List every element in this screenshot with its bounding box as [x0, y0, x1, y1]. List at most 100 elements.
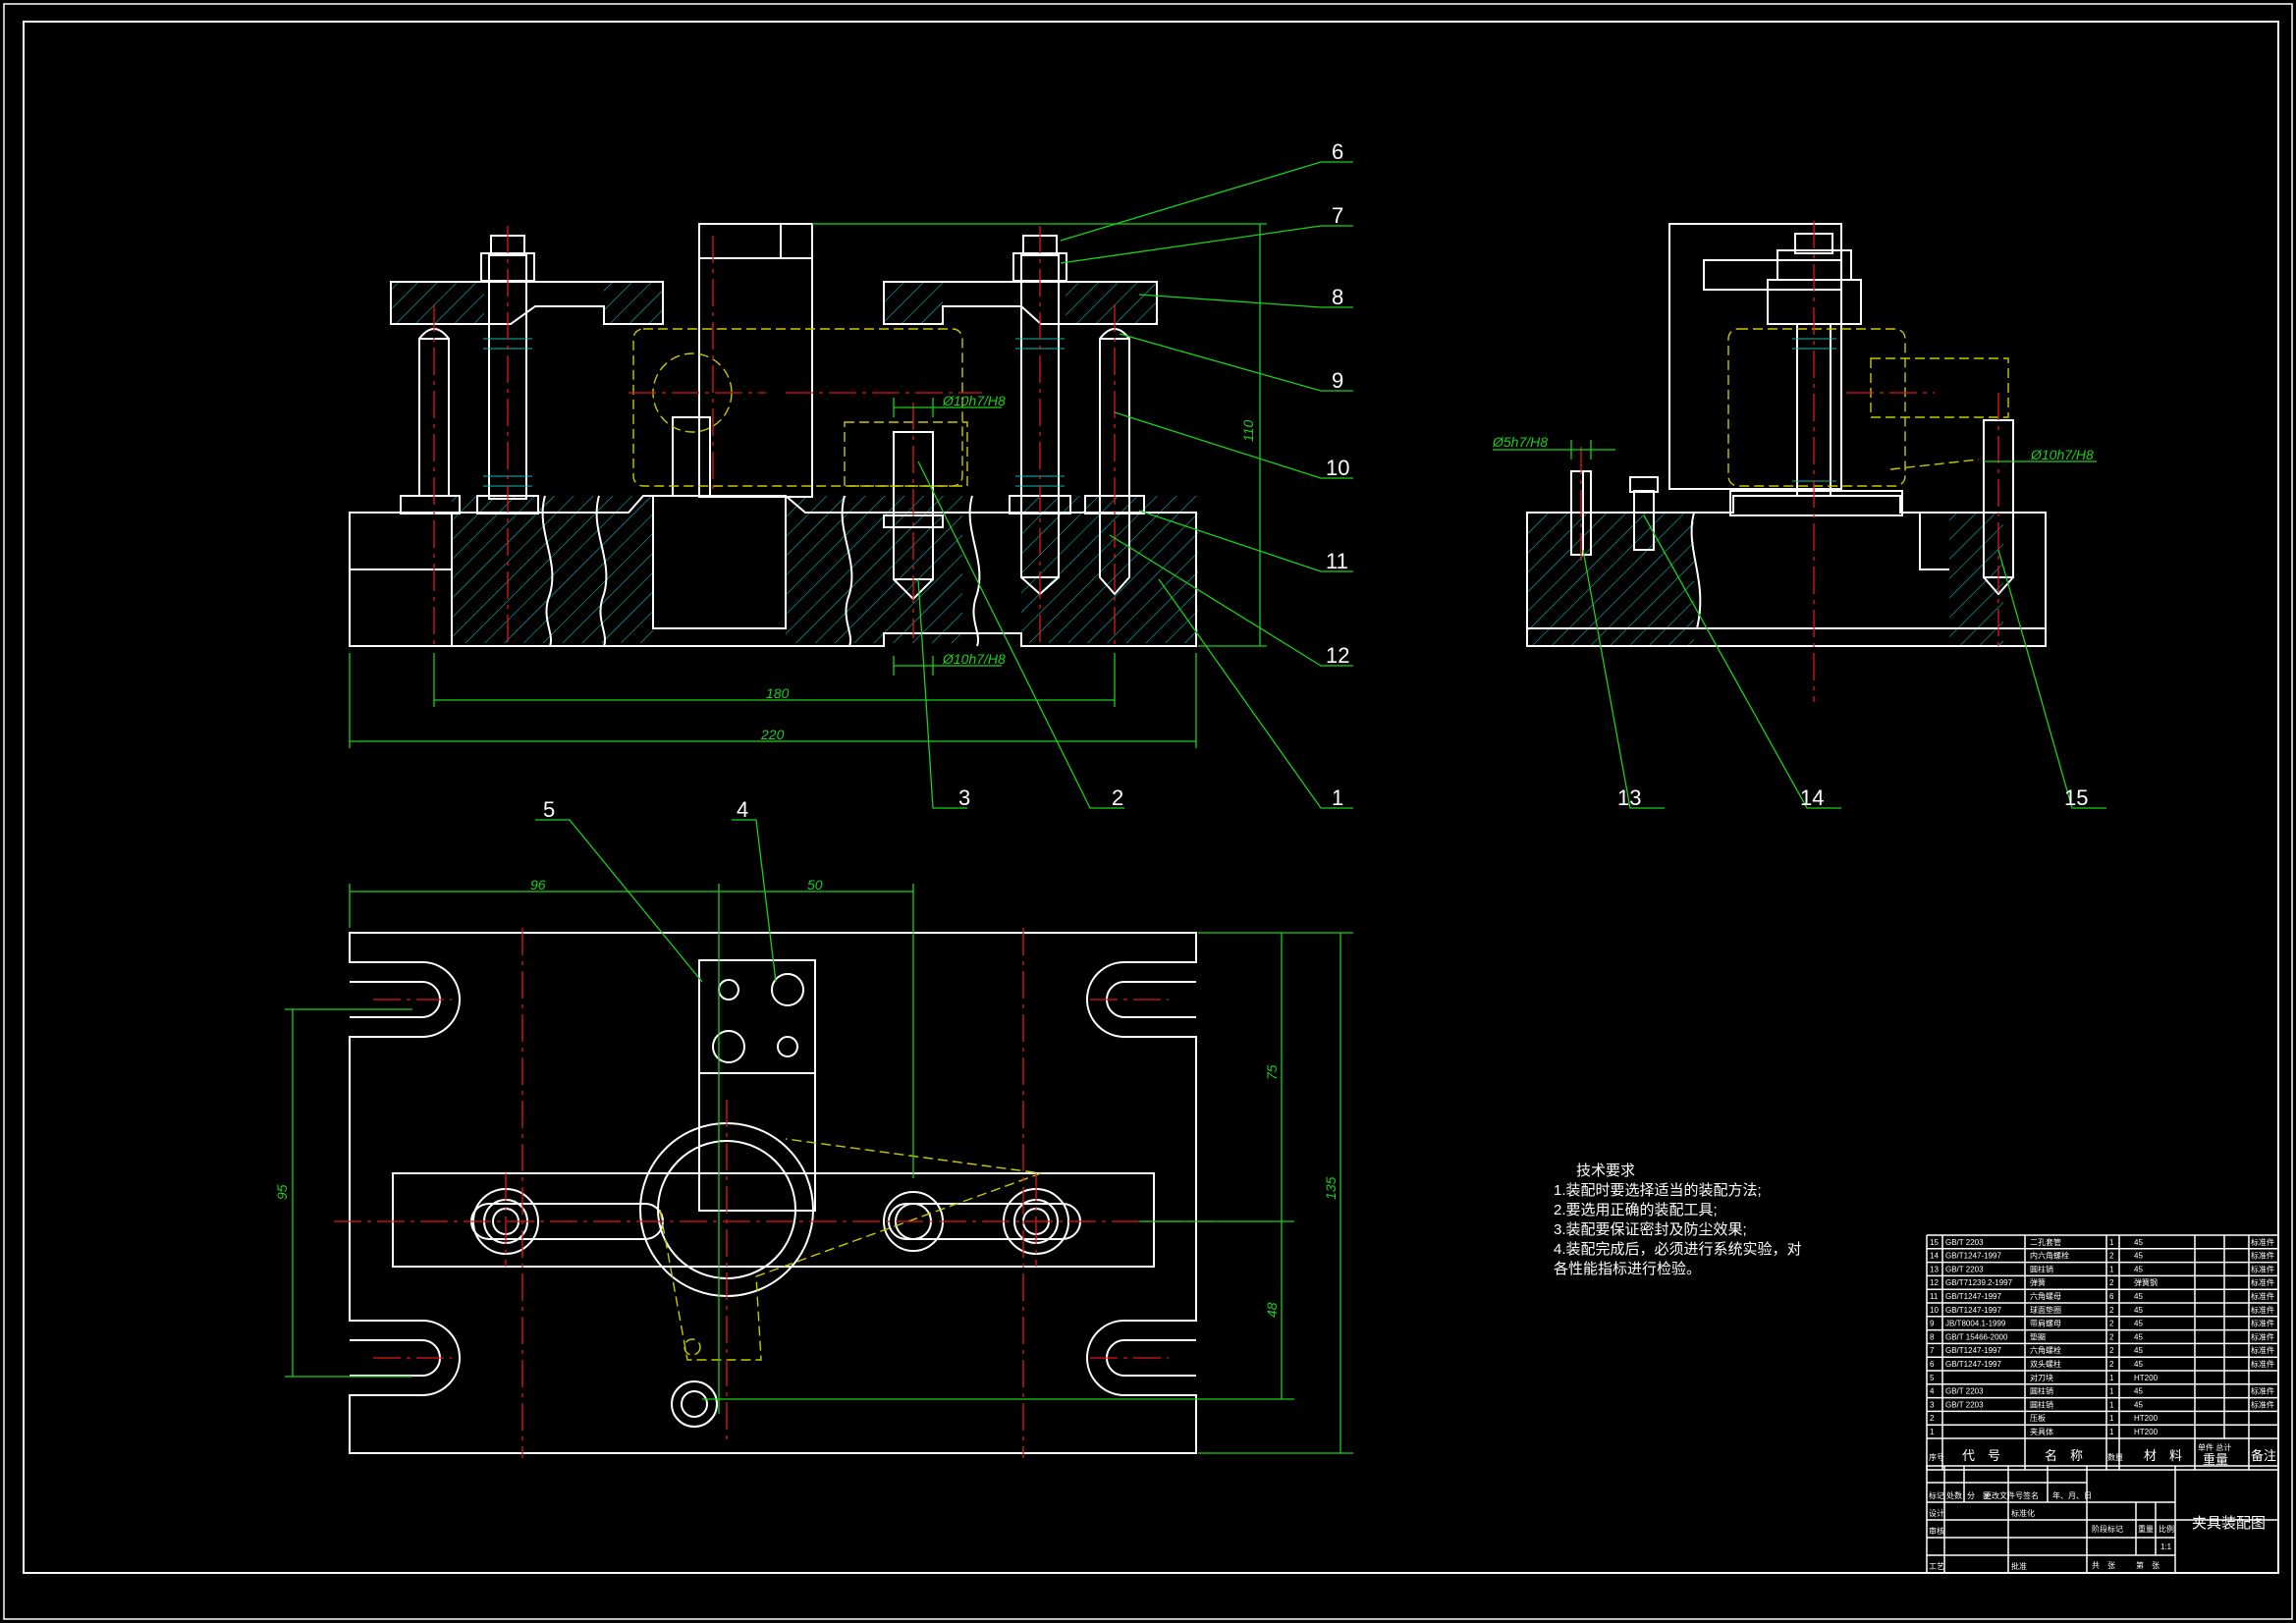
callout-3: 3	[958, 785, 970, 810]
callout-6: 6	[1332, 139, 1343, 164]
callout-12: 12	[1326, 643, 1349, 668]
bom-row-note: 标准件	[2251, 1345, 2274, 1355]
fit-front-2: Ø10h7/H8	[942, 651, 1006, 667]
dim-48: 48	[1264, 1302, 1280, 1318]
tb-review: 审核	[1929, 1526, 1944, 1536]
fit-side-1: Ø5h7/H8	[1492, 434, 1548, 450]
outer-frame	[3, 3, 2293, 1620]
bom-row-qty: 1	[2109, 1374, 2114, 1382]
bom-row-qty: 2	[2109, 1306, 2114, 1315]
bom-row-material: 45	[2134, 1400, 2143, 1409]
bom-row-name: 圆柱销	[2030, 1386, 2053, 1396]
notes-title: 技术要求	[1576, 1163, 1635, 1179]
bom-row-no: 13	[1930, 1265, 1939, 1273]
bom-row-note: 标准件	[2251, 1291, 2274, 1301]
bom-row-material: 45	[2134, 1292, 2143, 1301]
tb-standard: 标准化	[2011, 1508, 2035, 1518]
tb-process: 工艺	[1929, 1562, 1944, 1571]
bom-header-code: 代 号	[1962, 1448, 2000, 1463]
bom-row-code: GB/T1247-1997	[1945, 1252, 2001, 1261]
bom-row-note: 标准件	[2251, 1359, 2274, 1369]
bom-row-note: 标准件	[2251, 1319, 2274, 1328]
bom-header-no: 序号	[1929, 1452, 1944, 1462]
bom-row-name: 球面垫圈	[2030, 1305, 2061, 1315]
note-4: 4.装配完成后，必须进行系统实验，对	[1554, 1241, 1802, 1258]
bom-row-no: 1	[1930, 1428, 1935, 1436]
bom-row-qty: 2	[2109, 1252, 2114, 1261]
bom-row-qty: 2	[2109, 1332, 2114, 1341]
bom-row-qty: 2	[2109, 1360, 2114, 1369]
bom-row-name: 对刀块	[2030, 1373, 2053, 1382]
bom-row-code: GB/T1247-1997	[1945, 1292, 2001, 1301]
fit-side-2: Ø10h7/H8	[2030, 447, 2094, 462]
bom-row-material: 45	[2134, 1320, 2143, 1328]
bom-row-no: 15	[1930, 1238, 1939, 1247]
bom-row-note: 标准件	[2251, 1331, 2274, 1341]
tb-date: 年、月、日	[2052, 1490, 2092, 1500]
bom-row-no: 9	[1930, 1320, 1935, 1328]
bom-row-name: 双头螺柱	[2030, 1359, 2061, 1369]
bom-row-no: 4	[1930, 1387, 1935, 1396]
bom-row-code: GB/T 2203	[1945, 1265, 1984, 1273]
bom-row-no: 7	[1930, 1346, 1935, 1355]
bom-row-material: 45	[2134, 1252, 2143, 1261]
bom-row-qty: 1	[2109, 1238, 2114, 1247]
inner-frame	[23, 21, 2279, 1574]
side-view: Ø5h7/H8 Ø10h7/H8 13 14 15	[1492, 221, 2106, 810]
bom-row-code: JB/T8004.1-1999	[1945, 1320, 2006, 1328]
callout-14: 14	[1800, 785, 1824, 810]
dim-96: 96	[530, 877, 546, 893]
callout-10: 10	[1326, 456, 1349, 480]
bom-row-note: 标准件	[2251, 1386, 2274, 1396]
tb-mark: 标记	[1929, 1490, 1944, 1500]
callout-1: 1	[1332, 785, 1343, 810]
callout-7: 7	[1332, 203, 1343, 228]
bom-header-note: 备注	[2251, 1448, 2276, 1463]
bom-row-code: GB/T 2203	[1945, 1387, 1984, 1396]
bom-row-name: 内六角螺栓	[2030, 1251, 2069, 1261]
bom-header-qty: 数量	[2107, 1452, 2123, 1462]
bom-row-material: 45	[2134, 1238, 2143, 1247]
callout-11: 11	[1326, 549, 1348, 573]
bom-row-code: GB/T 15466-2000	[1945, 1332, 2008, 1341]
bom-row-note: 标准件	[2251, 1251, 2274, 1261]
dim-180: 180	[766, 685, 790, 701]
drawing-title: 夹具装配图	[2192, 1515, 2266, 1532]
bom-row-material: 45	[2134, 1360, 2143, 1369]
tb-sheets-total: 共 张	[2092, 1561, 2115, 1570]
bom-row-name: 压板	[2030, 1413, 2046, 1423]
tb-sign: 签名	[2023, 1490, 2039, 1500]
bom-row-no: 2	[1930, 1414, 1935, 1423]
bom-row-qty: 2	[2109, 1346, 2114, 1355]
callout-9: 9	[1332, 368, 1343, 393]
callout-13: 13	[1617, 785, 1641, 810]
bom-row-name: 六角螺栓	[2030, 1345, 2061, 1355]
title-block: 标记 处数 分 区 更改文件号 签名 年、月、日 设计 标准化 审核 工艺 批准…	[1926, 1465, 2279, 1574]
bom-row-material: 45	[2134, 1346, 2143, 1355]
bom-row-name: 垫圈	[2030, 1331, 2046, 1341]
dim-135: 135	[1323, 1176, 1339, 1200]
dim-220: 220	[760, 727, 785, 742]
callout-5: 5	[543, 797, 555, 822]
bom-row-no: 5	[1930, 1374, 1935, 1382]
bom-row-qty: 6	[2109, 1292, 2114, 1301]
dim-110: 110	[1240, 419, 1256, 442]
bom-row-name: 夹具体	[2030, 1427, 2053, 1436]
dim-95: 95	[274, 1184, 290, 1200]
callout-8: 8	[1332, 285, 1343, 309]
bom-row-qty: 1	[2109, 1400, 2114, 1409]
bom-row-note: 标准件	[2251, 1237, 2274, 1247]
bom-row-code: GB/T 2203	[1945, 1400, 1984, 1409]
bom-row-name: 弹簧	[2030, 1277, 2046, 1287]
bom-row-note: 标准件	[2251, 1264, 2274, 1273]
bom-header-weight-label: 重量	[2203, 1452, 2228, 1467]
bom-row-qty: 1	[2109, 1387, 2114, 1396]
technical-requirements: 技术要求 1.装配时要选择适当的装配方法; 2.要选用正确的装配工具; 3.装配…	[1554, 1163, 1802, 1277]
tb-scale: 比例	[2159, 1524, 2174, 1534]
bom-row-name: 六角螺母	[2030, 1291, 2061, 1301]
bom-row-code: GB/T1247-1997	[1945, 1360, 2001, 1369]
bom-header-material: 材 料	[2144, 1448, 2182, 1463]
tb-sheet-no: 第 张	[2136, 1560, 2159, 1570]
bom-row-name: 带肩螺母	[2030, 1319, 2061, 1328]
front-view: 180 220 110 Ø10h7/H8 Ø10h7/H8 6 7 8 9 10…	[349, 139, 1353, 810]
